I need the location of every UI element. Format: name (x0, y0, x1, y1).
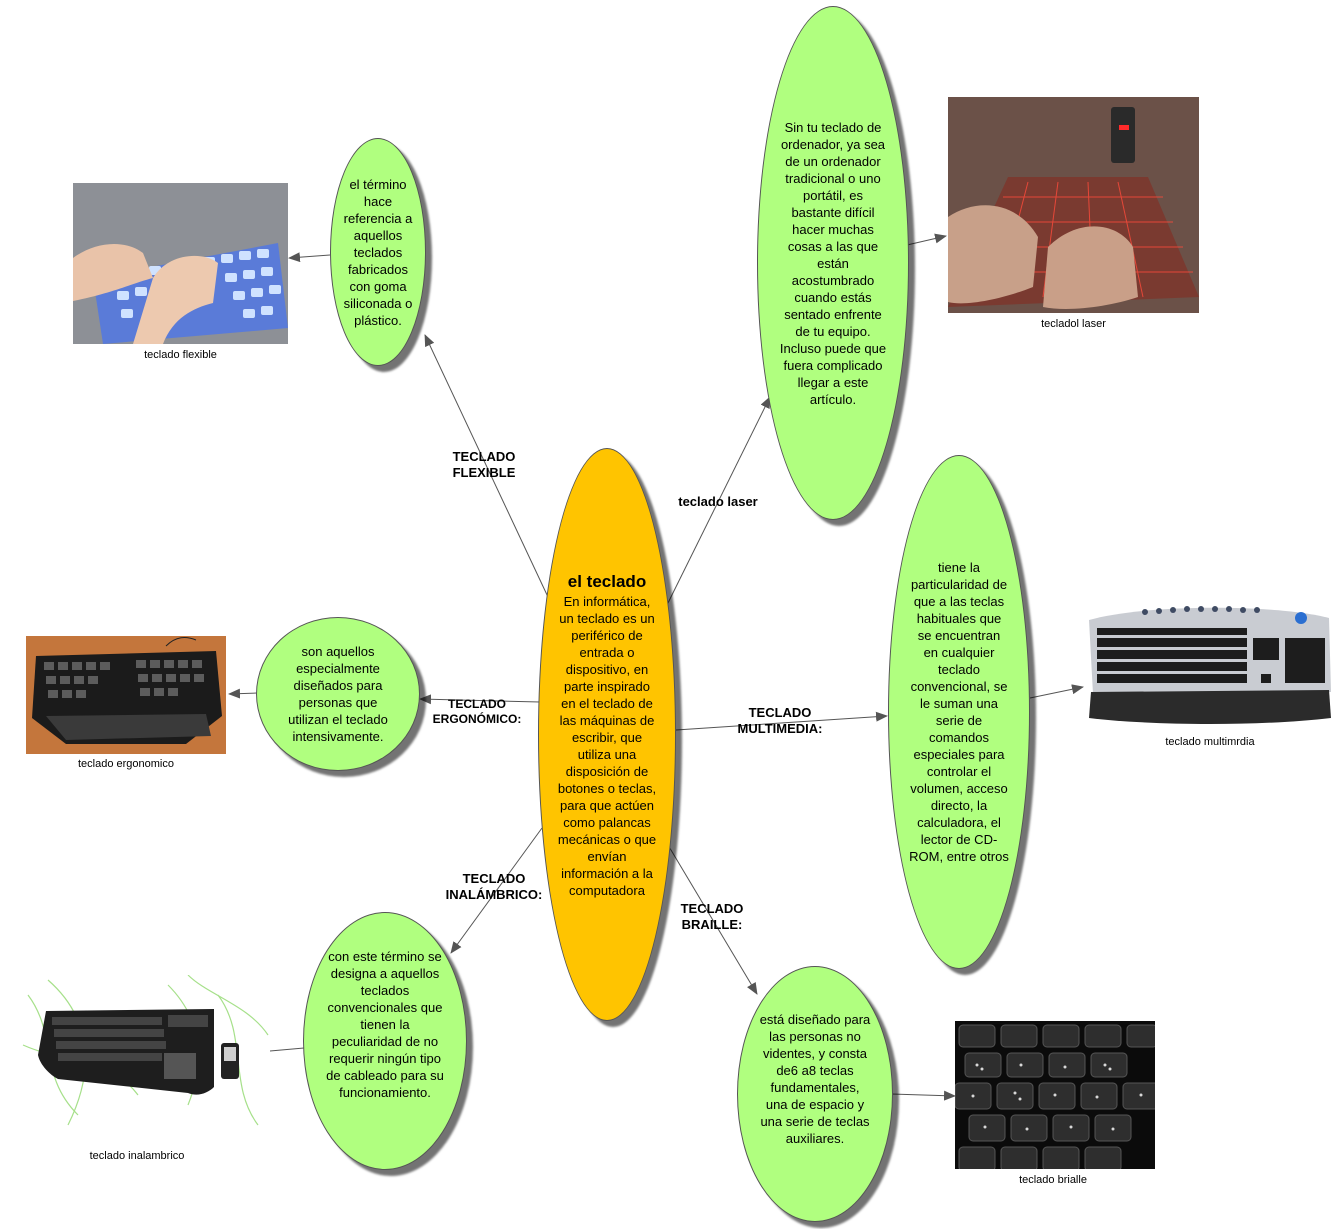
link-braille (667, 844, 758, 995)
caption-teclado-inalambrico: teclado inalambrico (89, 1150, 185, 1162)
link-multimedia-image (1029, 684, 1084, 699)
node-ergonomico-text: son aquellos especialmente diseñados par… (288, 644, 388, 744)
link-inalambrico (450, 827, 543, 954)
label-teclado-multimedia: TECLADO MULTIMEDIA: (737, 705, 823, 736)
link-laser-image (906, 233, 947, 246)
link-multimedia (675, 711, 888, 731)
node-multimedia[interactable]: tiene la particularidad de que a las tec… (888, 455, 1030, 969)
link-inalambrico-image (269, 1047, 305, 1052)
image-teclado-inalambrico (18, 975, 270, 1130)
node-braille-text: está diseñado para las personas no viden… (759, 1012, 871, 1146)
caption-teclado-ergonomico: teclado ergonomico (77, 758, 174, 770)
label-teclado-braille: TECLADO BRAILLE: (680, 901, 744, 932)
node-laser-text: Sin tu teclado de ordenador, ya sea de u… (779, 119, 887, 407)
node-flexible[interactable]: el término hace referencia a aquellos te… (330, 138, 426, 366)
node-inalambrico[interactable]: con este término se designa a aquellos t… (303, 912, 467, 1170)
center-node-el-teclado[interactable]: el teclado En informática, un teclado es… (538, 448, 676, 1021)
node-inalambrico-text: con este término se designa a aquellos t… (326, 948, 444, 1100)
link-flexible-image (288, 252, 331, 263)
center-description: En informática, un teclado es un perifér… (557, 593, 657, 898)
caption-teclado-multimedia: teclado multimrdia (1165, 736, 1255, 748)
image-teclado-braille (955, 1021, 1155, 1169)
image-teclado-laser (948, 97, 1199, 313)
label-teclado-ergonomico: TECLADO ERGONÓMICO: (432, 697, 522, 726)
caption-teclado-laser: tecladol laser (1041, 318, 1106, 330)
node-braille[interactable]: está diseñado para las personas no viden… (737, 966, 893, 1222)
image-teclado-multimedia (1085, 600, 1333, 728)
node-multimedia-text: tiene la particularidad de que a las tec… (909, 560, 1009, 864)
label-teclado-inalambrico: TECLADO INALÁMBRICO: (445, 871, 543, 902)
link-braille-image (890, 1090, 956, 1101)
link-ergonomico-image (228, 688, 258, 699)
link-laser (666, 396, 771, 606)
label-teclado-flexible: TECLADO FLEXIBLE (452, 449, 516, 480)
image-teclado-ergonomico (26, 636, 226, 754)
center-title: el teclado (567, 571, 647, 591)
caption-teclado-braille: teclado brialle (1019, 1174, 1087, 1186)
caption-teclado-flexible: teclado flexible (144, 349, 217, 361)
link-ergonomico (419, 694, 541, 705)
node-flexible-text: el término hace referencia a aquellos te… (343, 176, 413, 328)
node-laser[interactable]: Sin tu teclado de ordenador, ya sea de u… (757, 6, 909, 520)
link-flexible (424, 334, 549, 598)
node-ergonomico[interactable]: son aquellos especialmente diseñados par… (256, 617, 420, 771)
label-teclado-laser: teclado laser (678, 494, 758, 509)
image-teclado-flexible (73, 183, 288, 344)
